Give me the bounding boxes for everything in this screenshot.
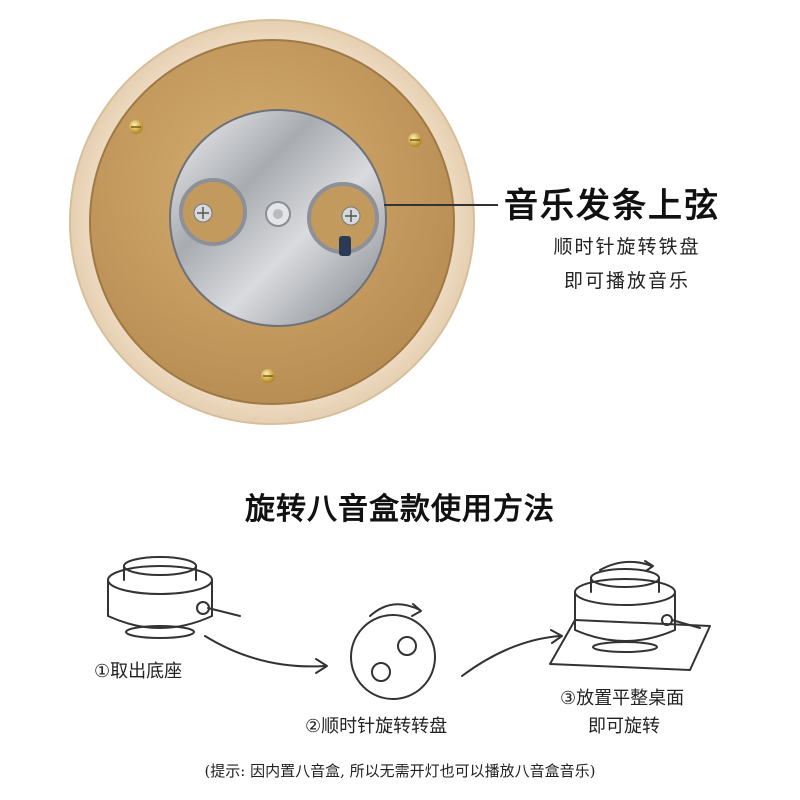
music-box-on-table-icon — [549, 560, 711, 671]
metal-turntable — [169, 109, 387, 327]
turntable-icon — [350, 614, 436, 700]
usage-diagram — [107, 556, 711, 700]
step-3-label-line-1: ③放置平整桌面 — [560, 688, 685, 709]
screw-icon — [408, 133, 422, 147]
screw-icon — [261, 369, 275, 383]
curved-arrow-icon — [204, 635, 326, 668]
step-2-label: ②顺时针旋转转盘 — [305, 716, 448, 737]
tip-text: (提示: 因内置八音盒, 所以无需开灯也可以播放八音盒音乐) — [204, 762, 596, 780]
step-3-label-line-2: 即可旋转 — [588, 716, 660, 737]
callout-title: 音乐发条上弦 — [504, 186, 720, 226]
screw-icon — [129, 120, 143, 134]
product-photo — [69, 19, 498, 425]
instructions-title: 旋转八音盒款使用方法 — [245, 492, 555, 527]
callout-line-2: 即可播放音乐 — [563, 270, 690, 292]
music-box-icon — [107, 556, 241, 639]
rotate-arrow-icon — [369, 603, 421, 617]
callout-line-1: 顺时针旋转铁盘 — [553, 236, 701, 258]
step-1-label: ①取出底座 — [94, 661, 183, 682]
curved-arrow-icon — [461, 635, 561, 677]
